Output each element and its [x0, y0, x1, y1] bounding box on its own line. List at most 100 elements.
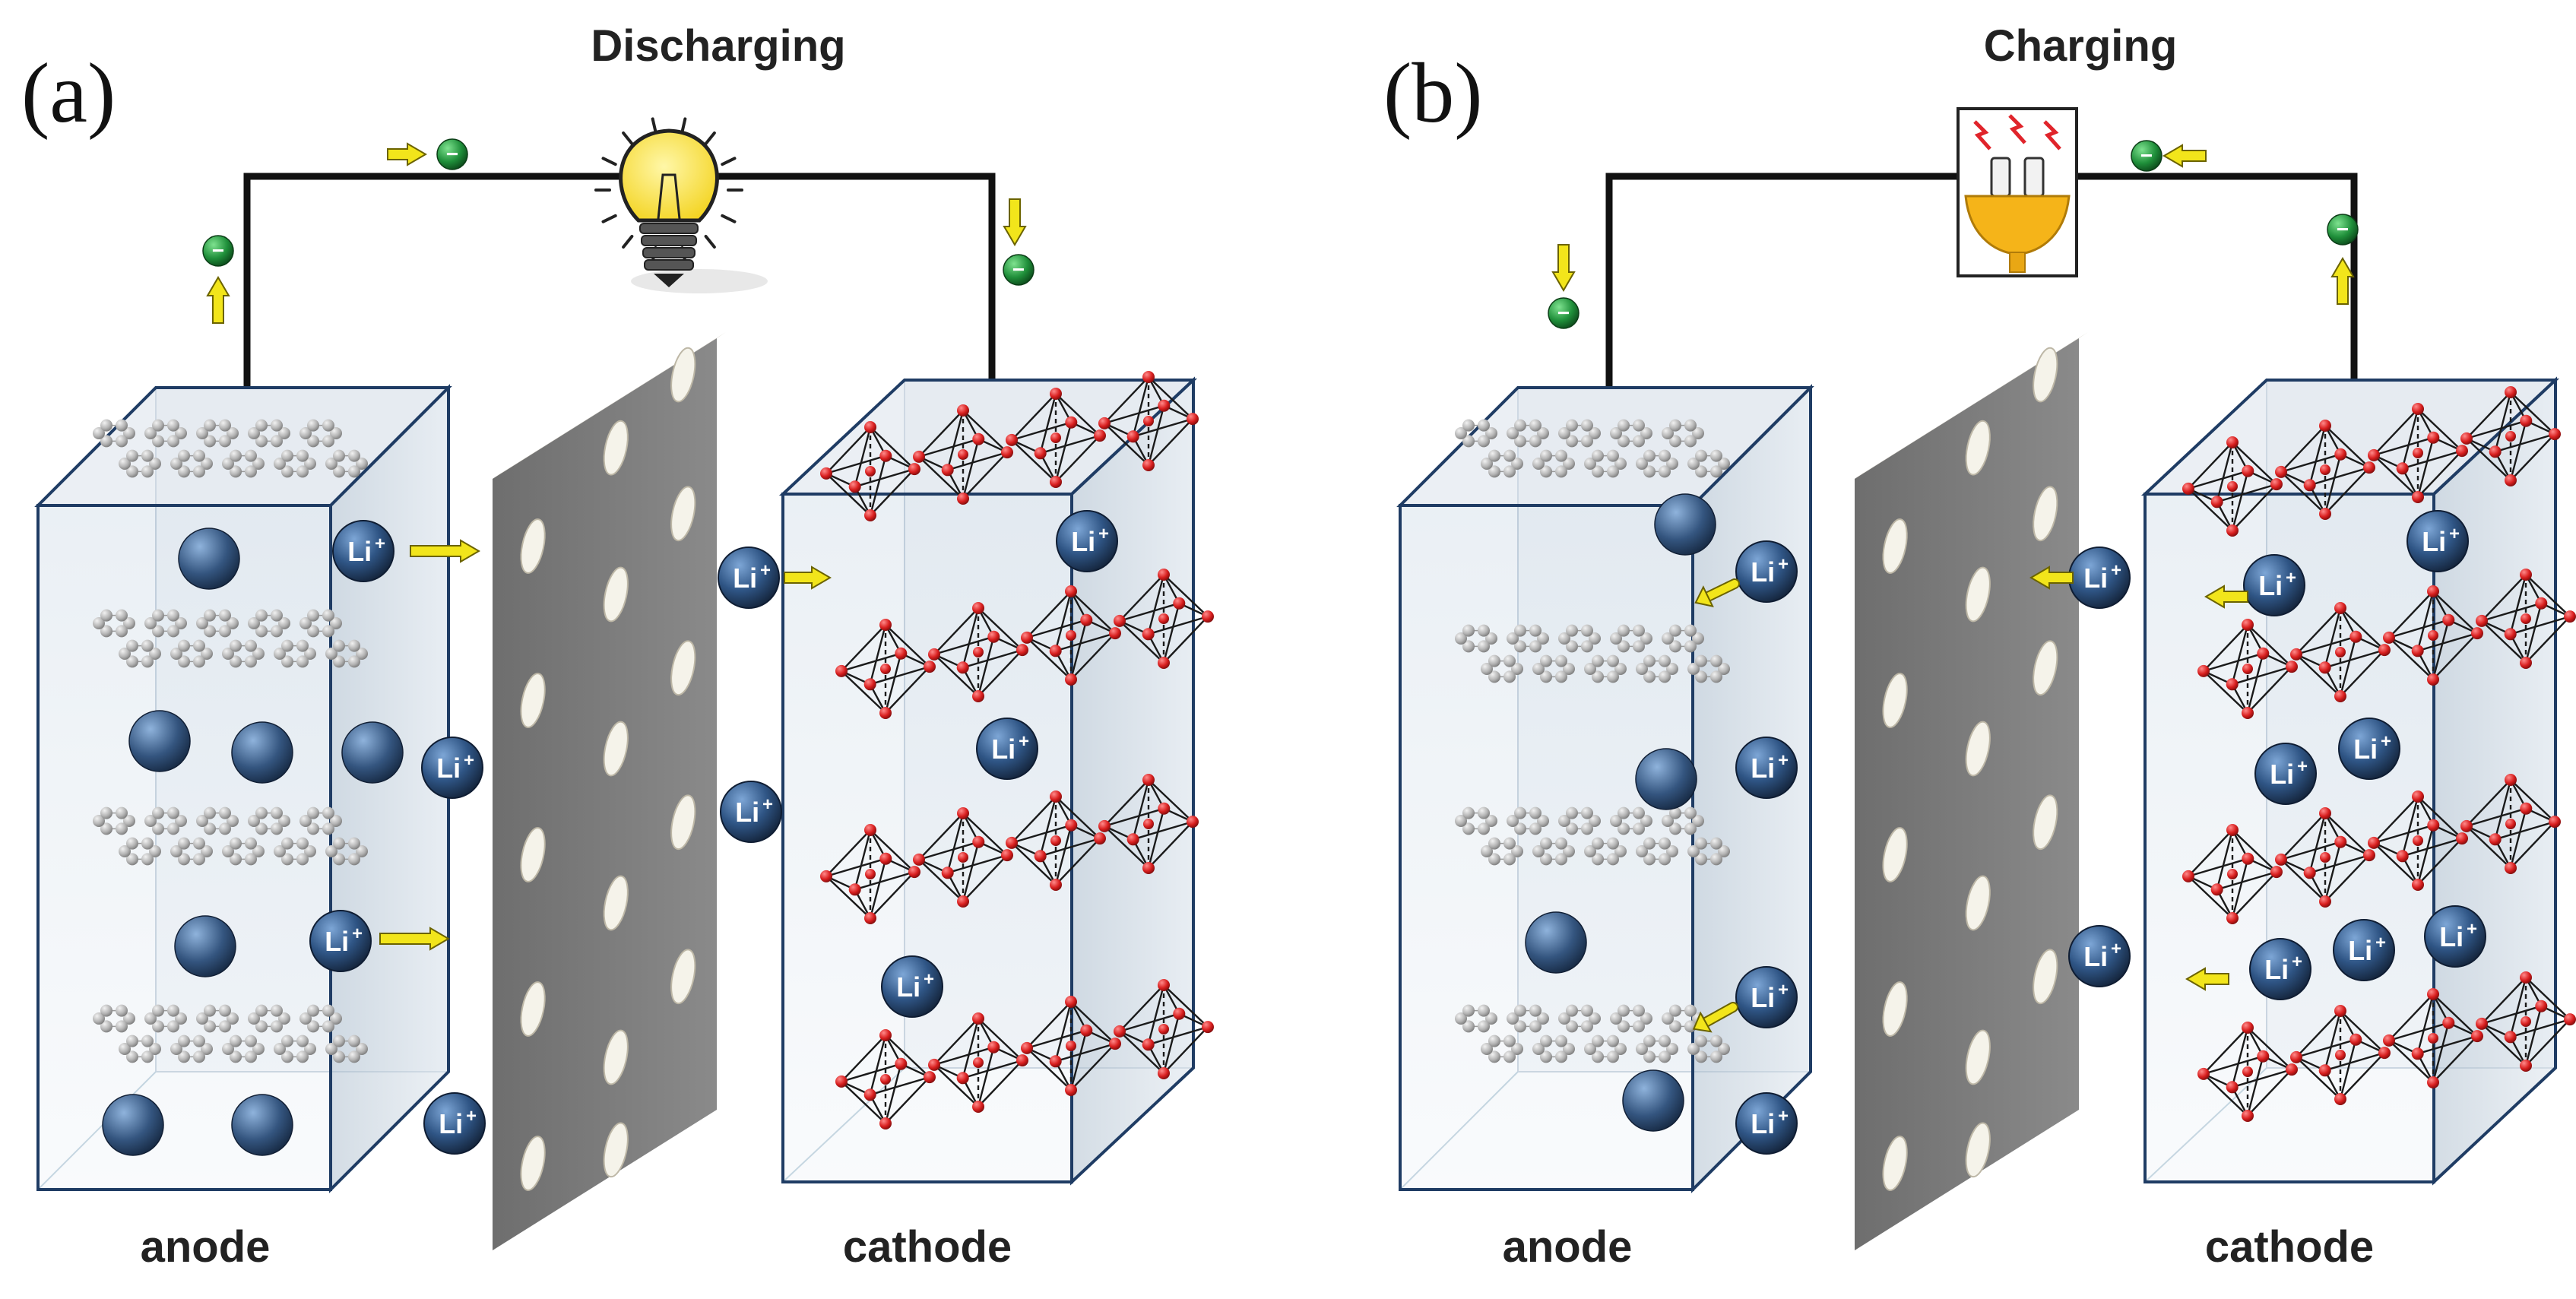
octahedron-edge — [1148, 615, 1209, 635]
oxygen-atom — [2427, 988, 2439, 1000]
oxygen-atom — [2319, 895, 2331, 908]
oxygen-atom — [2505, 386, 2517, 398]
carbon-atom — [196, 1012, 208, 1025]
carbon-atom — [1695, 1034, 1707, 1047]
carbon-atom — [193, 465, 205, 478]
carbon-atom — [1710, 837, 1722, 850]
oxygen-atom — [2520, 802, 2533, 815]
carbon-atom — [1589, 427, 1601, 439]
octahedron-edge — [2247, 624, 2292, 667]
octahedron-edge — [2339, 1039, 2357, 1100]
carbon-atom — [1555, 670, 1567, 683]
octahedron-edge — [1119, 602, 1180, 623]
carbon-atom — [330, 815, 342, 827]
oxygen-atom — [957, 895, 969, 908]
octahedron-edge — [1054, 422, 1073, 483]
carbon-atom — [1462, 1004, 1475, 1017]
carbon-atom — [245, 465, 257, 478]
oxygen-atom — [1094, 429, 1106, 442]
carbon-atom — [219, 822, 231, 835]
metal-atom — [2521, 613, 2531, 624]
octahedron-edge — [1055, 796, 1101, 839]
carbon-atom — [304, 648, 316, 660]
electron-sphere — [2131, 140, 2163, 172]
octahedron-edge — [2416, 437, 2435, 498]
electron: − — [1003, 254, 1035, 286]
carbon-atom — [271, 435, 283, 448]
oxygen-atom — [2378, 644, 2391, 657]
octahedron-edge — [1054, 591, 1073, 651]
carbon-atom — [193, 449, 205, 462]
carbon-atom — [93, 427, 105, 439]
octahedron-edge — [2510, 615, 2571, 635]
octahedron-edge — [2188, 857, 2248, 878]
octahedron-edge — [1147, 808, 1165, 869]
octahedron-edge — [1069, 1030, 1088, 1091]
carbon-atom — [93, 815, 105, 827]
carbon-atom — [201, 458, 213, 470]
octahedron-edge — [977, 1018, 1023, 1061]
carbon-atom — [1532, 663, 1545, 675]
oxygen-atom — [2242, 464, 2254, 477]
li-ion: Li+ — [2249, 938, 2311, 1000]
oxygen-atom — [1202, 1021, 1214, 1034]
carbon-atom — [1529, 1004, 1541, 1017]
octahedron-edge — [2510, 1018, 2571, 1038]
carbon-atom — [193, 655, 205, 668]
carbon-atom — [193, 1034, 205, 1047]
separator-pore — [2033, 949, 2058, 1005]
electron-sphere — [202, 235, 234, 267]
carbon-atom — [1669, 1020, 1681, 1033]
carbon-atom — [152, 822, 164, 835]
oxygen-atom — [2242, 1110, 2254, 1122]
carbon-atom — [1633, 806, 1645, 819]
carbon-atom — [1478, 1004, 1490, 1017]
octahedron-edge — [2373, 842, 2419, 886]
octahedron-edge — [2296, 607, 2341, 655]
carbon-atom — [100, 806, 112, 819]
octahedron-edge — [918, 813, 964, 860]
oxygen-atom — [2318, 661, 2331, 674]
carbon-atom — [167, 822, 179, 835]
carbon-atom — [1643, 654, 1656, 667]
mode-title: Discharging — [591, 21, 845, 71]
separator-pore — [520, 518, 546, 574]
carbon-atom — [1581, 1020, 1593, 1033]
oxygen-atom — [1050, 388, 1062, 400]
carbon-atom — [204, 806, 216, 819]
metal-oxide-octahedron — [1006, 790, 1106, 891]
graphite-layer — [1455, 806, 1730, 866]
octahedron-edge — [1011, 824, 1072, 844]
metal-atom — [2428, 1033, 2438, 1044]
li-ion-label: Li — [2264, 954, 2289, 985]
carbon-atom — [1507, 427, 1519, 439]
octahedron-edge — [947, 451, 1008, 471]
bulb-base-ring — [641, 235, 697, 246]
li-ion-sphere — [2254, 743, 2317, 805]
octahedron-edge — [870, 426, 915, 470]
carbon-atom — [1592, 465, 1604, 478]
separator-pore — [603, 420, 629, 476]
carbon-atom — [1669, 822, 1681, 835]
carbon-atom — [1485, 1012, 1497, 1025]
carbon-atom — [1563, 1043, 1575, 1055]
oxygen-atom — [1109, 1038, 1121, 1050]
carbon-atom — [348, 853, 360, 866]
carbon-atom — [281, 1050, 293, 1063]
octahedron-edge — [1011, 421, 1072, 442]
carbon-atom — [1488, 465, 1500, 478]
oxygen-atom — [2226, 824, 2239, 836]
li-ion: Li+ — [2254, 743, 2317, 805]
oxygen-atom — [2378, 1047, 2391, 1060]
carbon-atom — [1710, 1034, 1722, 1047]
oxygen-atom — [2334, 1093, 2346, 1105]
carbon-atom — [149, 1043, 161, 1055]
octahedron-edge — [2388, 637, 2434, 680]
carbon-atom — [1666, 845, 1678, 857]
oxygen-atom — [2182, 482, 2194, 495]
carbon-atom — [307, 822, 319, 835]
carbon-atom — [1514, 1004, 1526, 1017]
carbon-atom — [1710, 853, 1722, 866]
plug-prong — [2023, 157, 2045, 198]
carbon-atom — [1481, 458, 1493, 470]
